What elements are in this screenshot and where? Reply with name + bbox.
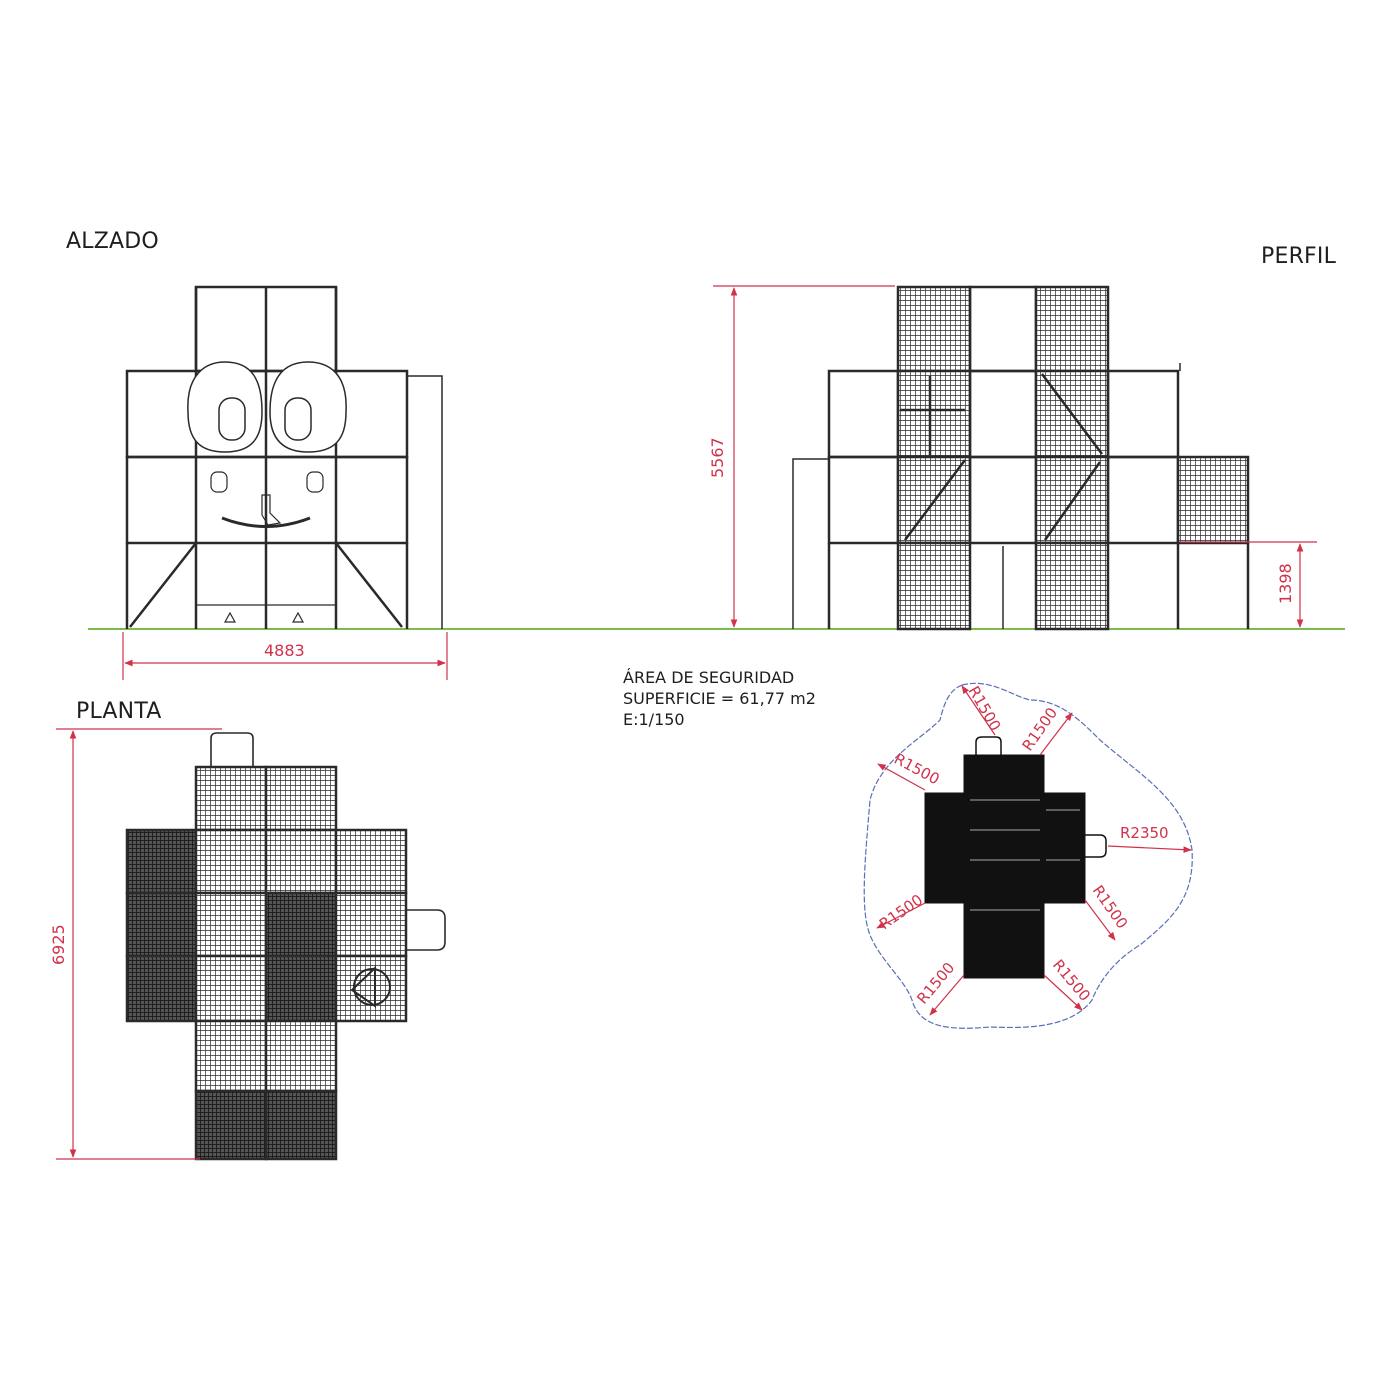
planta-length-value: 6925	[49, 924, 68, 965]
perfil-height-value: 5567	[708, 437, 727, 478]
perfil-elevation	[792, 285, 1250, 631]
scale: E:1/150	[623, 710, 685, 729]
radius-label: R1500	[891, 750, 942, 789]
perfil-title: PERFIL	[1261, 244, 1337, 269]
alzado-width-value: 4883	[264, 641, 305, 660]
radius-label: R1500	[1049, 956, 1094, 1005]
radius-label: R1500	[1089, 882, 1132, 932]
radius-label: R1500	[1019, 704, 1062, 754]
radius-label: R1500	[913, 959, 958, 1008]
perfil-height-dimension	[713, 285, 895, 628]
radius-label: R1500	[965, 683, 1005, 734]
surface-area: SUPERFICIE = 61,77 m2	[623, 689, 816, 708]
perfil-platform-value: 1398	[1276, 563, 1295, 604]
alzado-title: ALZADO	[66, 229, 159, 254]
safety-boundary	[863, 682, 1193, 1029]
radius-label: R2350	[1120, 824, 1169, 842]
planta-title: PLANTA	[76, 699, 162, 724]
safety-area-plan: R1500 R1500 R1500 R2350 R1500 R1500 R150…	[863, 682, 1193, 1029]
planta-length-dimension	[56, 728, 222, 1160]
alzado-elevation	[125, 285, 443, 629]
safety-area-title: ÁREA DE SEGURIDAD	[623, 668, 795, 687]
perfil-platform-dimension	[1180, 541, 1317, 628]
radius-label: R1500	[876, 891, 926, 934]
alzado-width-dimension	[122, 632, 448, 680]
planta-plan	[125, 732, 446, 1161]
safety-notes: ÁREA DE SEGURIDAD SUPERFICIE = 61,77 m2 …	[623, 667, 816, 730]
